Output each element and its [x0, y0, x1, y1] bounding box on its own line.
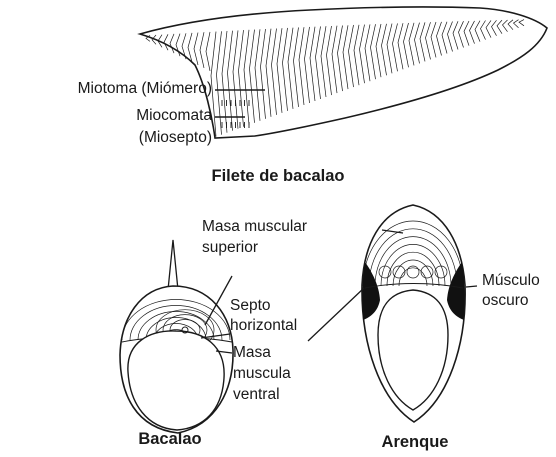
fillet-myotome-stripe [371, 24, 376, 79]
fillet-myotome-stripe [305, 27, 310, 103]
bacalao-section [120, 240, 233, 433]
fillet-myotome-stripe [200, 32, 204, 68]
fillet-myotome-stripe [170, 34, 174, 53]
fillet-myotome-stripe [420, 22, 425, 61]
fillet-myotome-stripe [360, 25, 365, 84]
fillet-myotome-stripe [310, 27, 315, 101]
fillet-myotome-stripe [217, 31, 222, 134]
fillet-myotome-stripe [261, 29, 266, 119]
fillet-myotome-stripe [398, 23, 403, 69]
fillet-myotome-stripe [206, 32, 210, 71]
label-masa-ventral-line2: muscula [233, 364, 291, 383]
fillet-myotome-stripe [338, 26, 343, 92]
fillet-myotome-stripe [283, 28, 288, 111]
title-filete-de-bacalao: Filete de bacalao [178, 167, 378, 186]
label-miocomata-line2: (Miosepto) [139, 128, 212, 147]
arenque-septum-leader [308, 288, 364, 341]
fillet-myotome-stripe [448, 22, 453, 52]
fillet-myotome-stripe [266, 29, 271, 117]
fillet-myotome-stripe [514, 20, 519, 28]
fillet-myotome-stripe [393, 23, 398, 71]
label-masa-muscular-superior-line1: Masa muscular [202, 217, 307, 236]
label-musculo-oscuro-line2: oscuro [482, 291, 529, 310]
label-masa-ventral-line3: ventral [233, 385, 280, 404]
fillet-myotome-stripe [277, 28, 282, 113]
fillet-myotome-stripe [459, 21, 464, 47]
label-septo-horizontal-line2: horizontal [230, 316, 297, 335]
musculo-oscuro-leader [466, 286, 477, 287]
fillet-myocomata-dashes [222, 100, 249, 128]
fillet-myotome-stripe [288, 28, 293, 109]
fillet-myotome-stripe [508, 20, 513, 30]
fillet-myotome-stripe [503, 20, 508, 32]
fillet-myotome-stripe [497, 20, 502, 34]
fillet-myotome-stripe [376, 24, 381, 77]
fillet-myotome-stripe [426, 22, 431, 59]
fillet-myotome-stripe [470, 21, 475, 44]
fillet-myotome-stripe [228, 31, 233, 131]
fillet-myotome-stripe [349, 25, 354, 87]
fillet-myotome-stripe [299, 27, 304, 105]
label-masa-muscular-superior-line2: superior [202, 238, 258, 257]
fillet-myotome-stripe [404, 23, 409, 67]
fillet-myotome-stripe [327, 26, 332, 95]
fillet-myotome-stripe [239, 30, 244, 127]
fillet-myotome-stripe [188, 33, 192, 62]
fillet-myotome-stripe [194, 33, 198, 65]
fillet-myotome-stripe [250, 30, 255, 123]
fillet-myotome-stripe [475, 21, 480, 42]
fillet-myotome-stripe [343, 25, 348, 89]
fillet-myotome-stripe [233, 30, 238, 128]
fillet-myotome-stripe [321, 26, 326, 97]
fillet-myotome-stripe [437, 22, 442, 56]
fillet-myotome-stripe [453, 21, 458, 49]
fillet-myotome-stripe [272, 29, 277, 115]
label-masa-ventral-line1: Masa [233, 343, 271, 362]
fillet-myotome-stripe [431, 22, 436, 57]
label-miocomata-line1: Miocomata [136, 106, 212, 125]
label-septo-horizontal-line1: Septo [230, 296, 271, 315]
fillet-myotome-stripe [316, 26, 321, 99]
fillet-myotome-stripe [481, 21, 486, 40]
fillet-myotome-stripe [382, 24, 387, 76]
fillet-myotome-stripe [164, 34, 168, 50]
fillet-myotome-stripe [365, 24, 370, 81]
fillet-myotome-stripe [519, 20, 524, 26]
title-arenque: Arenque [355, 433, 475, 452]
fillet-myotome-stripe [255, 29, 260, 121]
fillet-myotome-stripe [442, 22, 447, 54]
fillet-myotome-stripe [492, 20, 497, 35]
fillet-myotome-stripe [332, 26, 337, 93]
fillet-myotome-stripe [409, 23, 414, 66]
label-miotoma: Miotoma (Miómero) [78, 79, 212, 98]
label-musculo-oscuro-line1: Músculo [482, 271, 540, 290]
fillet-myotome-stripe [354, 25, 359, 85]
fillet-myotome-stripe [294, 27, 299, 107]
title-bacalao: Bacalao [110, 430, 230, 449]
fillet-myotome-stripe [387, 24, 392, 74]
fillet-myotome-stripe [244, 30, 249, 125]
fillet-myotome-stripe [464, 21, 469, 46]
bacalao-dorsal-spine [168, 240, 178, 290]
arenque-section [308, 205, 477, 422]
fillet-myotome-stripe [415, 23, 420, 64]
fillet-myotome-stripe [486, 20, 491, 37]
